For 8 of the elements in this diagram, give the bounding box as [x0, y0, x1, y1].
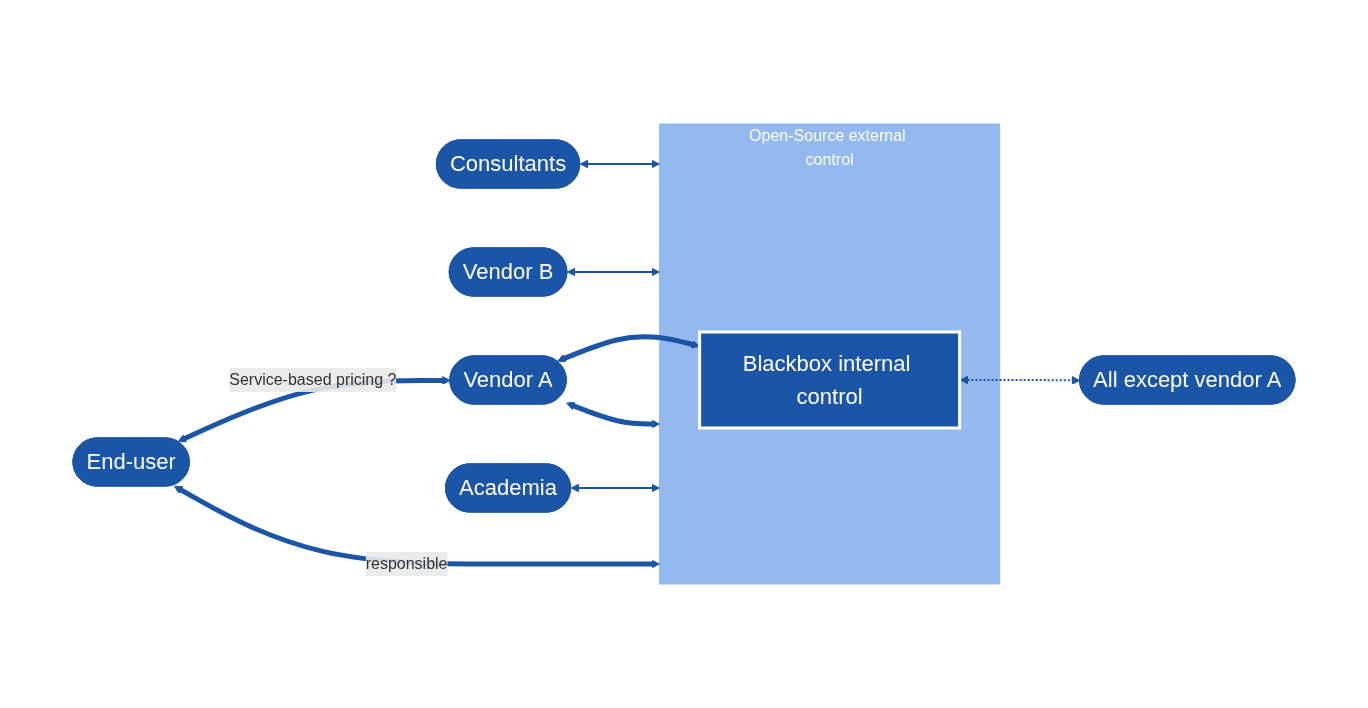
- edge-label: responsible: [365, 554, 448, 572]
- arrow: [579, 159, 661, 169]
- arrow: [570, 483, 661, 493]
- edge-label: Service-based pricing ?: [229, 370, 397, 388]
- arrow: [566, 401, 661, 429]
- arrow: [959, 375, 1081, 385]
- node-box: Blackbox internal control: [698, 330, 962, 430]
- arrow: [566, 267, 661, 277]
